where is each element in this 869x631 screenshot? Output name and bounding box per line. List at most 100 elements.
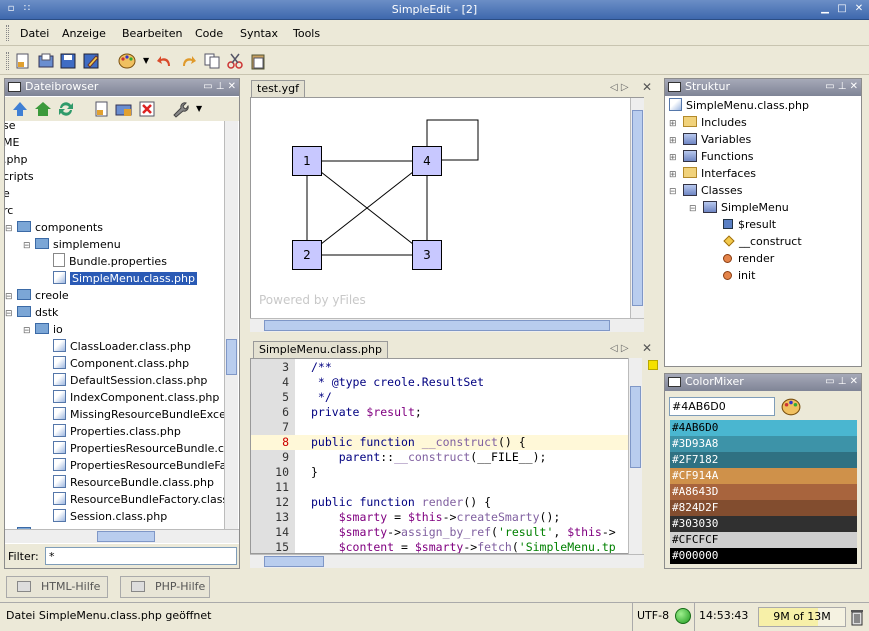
file-tree-item[interactable]: rc bbox=[5, 202, 13, 219]
structure-tree-item[interactable]: ⊞Variables bbox=[669, 131, 751, 148]
structure-tree-item[interactable]: render bbox=[709, 250, 774, 267]
file-tree-item[interactable]: ⊟jargon bbox=[5, 525, 70, 529]
copy-icon[interactable] bbox=[203, 52, 221, 70]
expand-toggle-icon[interactable]: ⊟ bbox=[5, 292, 13, 302]
file-tree-item[interactable]: ⊟simplemenu bbox=[23, 236, 121, 253]
expand-toggle-icon[interactable]: ⊞ bbox=[669, 119, 677, 129]
file-tree-item[interactable]: ResourceBundleFactory.class.php bbox=[41, 491, 224, 508]
structure-tree-item[interactable]: ⊞Includes bbox=[669, 114, 747, 131]
tab-test-ygf[interactable]: test.ygf bbox=[251, 80, 305, 97]
color-swatch[interactable]: #A8643D bbox=[670, 484, 857, 500]
menu-tools[interactable]: Tools bbox=[293, 27, 321, 40]
graph-node-3[interactable]: 3 bbox=[412, 240, 442, 270]
file-tree-item[interactable]: ⊟components bbox=[5, 219, 103, 236]
structure-tree-item[interactable]: ⊟SimpleMenu bbox=[689, 199, 789, 216]
redo-icon[interactable] bbox=[179, 52, 197, 70]
color-swatch[interactable]: #CFCFCF bbox=[670, 532, 857, 548]
expand-toggle-icon[interactable]: ⊟ bbox=[5, 224, 13, 234]
color-swatch[interactable]: #3D93A8 bbox=[670, 436, 857, 452]
file-tree-item[interactable]: PropertiesResourceBundle.class.p bbox=[41, 440, 224, 457]
graph-vscroll-thumb[interactable] bbox=[632, 110, 643, 306]
file-tree-item[interactable]: MissingResourceBundleException bbox=[41, 406, 224, 423]
panel-controls-icon[interactable]: ▭ ⊥ ✕ bbox=[203, 81, 236, 92]
graph-canvas[interactable]: 1 2 3 4 Powered by yFiles bbox=[250, 97, 644, 319]
expand-toggle-icon[interactable]: ⊞ bbox=[669, 136, 677, 146]
filebrowser-vscroll[interactable] bbox=[224, 121, 238, 529]
menu-anzeige[interactable]: Anzeige bbox=[62, 27, 106, 40]
editor-vscroll-thumb[interactable] bbox=[630, 386, 641, 468]
structure-tree-item[interactable]: init bbox=[709, 267, 755, 284]
file-tree-item[interactable]: PropertiesResourceBundleFactory bbox=[41, 457, 224, 474]
new-file-browser-icon[interactable] bbox=[93, 100, 111, 118]
encoding-label[interactable]: UTF-8 bbox=[637, 609, 670, 622]
new-file-icon[interactable] bbox=[14, 52, 32, 70]
editor-vscroll[interactable] bbox=[628, 358, 642, 554]
panel-controls-icon[interactable]: ▭ ⊥ ✕ bbox=[825, 81, 858, 92]
menu-bearbeiten[interactable]: Bearbeiten bbox=[122, 27, 183, 40]
file-tree-item[interactable]: ⊟io bbox=[23, 321, 63, 338]
structure-tree-item[interactable]: ⊟Classes bbox=[669, 182, 742, 199]
expand-toggle-icon[interactable]: ⊟ bbox=[689, 204, 697, 214]
expand-toggle-icon[interactable]: ⊟ bbox=[5, 309, 13, 319]
menu-syntax[interactable]: Syntax bbox=[240, 27, 279, 40]
graph-node-2[interactable]: 2 bbox=[292, 240, 322, 270]
expand-toggle-icon[interactable]: ⊞ bbox=[669, 170, 677, 180]
file-tree-item[interactable]: DefaultSession.class.php bbox=[41, 372, 207, 389]
tools-dropdown-icon[interactable]: ▼ bbox=[196, 104, 203, 113]
tools-wrench-icon[interactable] bbox=[171, 100, 189, 118]
color-swatch[interactable]: #303030 bbox=[670, 516, 857, 532]
save-as-icon[interactable] bbox=[82, 52, 100, 70]
file-tree-item[interactable]: .php bbox=[5, 151, 27, 168]
file-tree-item[interactable]: Component.class.php bbox=[41, 355, 189, 372]
expand-toggle-icon[interactable]: ⊞ bbox=[669, 153, 677, 163]
color-swatch[interactable]: #824D2F bbox=[670, 500, 857, 516]
garbage-collect-trash-icon[interactable] bbox=[850, 608, 864, 626]
paste-icon[interactable] bbox=[249, 52, 267, 70]
graph-hscroll-thumb[interactable] bbox=[264, 320, 610, 331]
home-icon[interactable] bbox=[34, 100, 52, 118]
color-swatch[interactable]: #2F7182 bbox=[670, 452, 857, 468]
error-marker-icon[interactable] bbox=[648, 360, 658, 370]
graph-node-4[interactable]: 4 bbox=[412, 146, 442, 176]
panel-controls-icon[interactable]: ▭ ⊥ ✕ bbox=[825, 376, 858, 387]
color-swatch[interactable]: #CF914A bbox=[670, 468, 857, 484]
tab-php-hilfe[interactable]: PHP-Hilfe bbox=[120, 576, 210, 598]
expand-toggle-icon[interactable]: ⊟ bbox=[669, 187, 677, 197]
file-tree-item[interactable]: ResourceBundle.class.php bbox=[41, 474, 214, 491]
tab-html-hilfe[interactable]: HTML-Hilfe bbox=[6, 576, 108, 598]
file-tree-item[interactable]: Bundle.properties bbox=[41, 253, 167, 270]
menu-code[interactable]: Code bbox=[195, 27, 224, 40]
palette-dropdown-icon[interactable]: ▼ bbox=[143, 56, 150, 65]
expand-toggle-icon[interactable]: ⊟ bbox=[23, 326, 31, 336]
structure-tree-item[interactable]: __construct bbox=[709, 233, 802, 250]
file-tree-item[interactable]: cripts bbox=[5, 168, 34, 185]
editor-hscroll[interactable] bbox=[250, 554, 644, 568]
go-up-icon[interactable] bbox=[11, 100, 29, 118]
color-swatch[interactable]: #000000 bbox=[670, 548, 857, 564]
file-tree-item[interactable]: e bbox=[5, 185, 10, 202]
color-picker-palette-icon[interactable] bbox=[781, 397, 801, 417]
graph-tab-close-icon[interactable]: ✕ bbox=[642, 80, 653, 94]
new-folder-icon[interactable] bbox=[115, 100, 133, 118]
filebrowser-hscroll-thumb[interactable] bbox=[97, 531, 155, 542]
file-tree-item[interactable]: Properties.class.php bbox=[41, 423, 181, 440]
refresh-icon[interactable] bbox=[57, 100, 75, 118]
memory-meter[interactable]: 9M of 13M bbox=[758, 607, 846, 627]
filebrowser-vscroll-thumb[interactable] bbox=[226, 339, 237, 375]
file-tree-item[interactable]: Session.class.php bbox=[41, 508, 167, 525]
editor-tab-nav-icon[interactable]: ◁ ▷ bbox=[610, 343, 629, 354]
filter-input[interactable] bbox=[45, 547, 237, 565]
file-tree-item[interactable]: ME bbox=[5, 134, 19, 151]
pin-icon[interactable]: ∷ bbox=[23, 3, 31, 14]
graph-vscroll[interactable] bbox=[630, 98, 644, 318]
file-tree-item[interactable]: ⊟dstk bbox=[5, 304, 58, 321]
edge-4-self[interactable] bbox=[426, 119, 479, 161]
tab-simplemenu-class-php[interactable]: SimpleMenu.class.php bbox=[253, 341, 388, 358]
color-palette-icon[interactable] bbox=[118, 52, 136, 70]
structure-tree-item[interactable]: $result bbox=[709, 216, 776, 233]
maximize-icon[interactable]: □ bbox=[837, 3, 847, 14]
minimize-icon[interactable]: ▁ bbox=[821, 3, 829, 14]
tab-nav-icon[interactable]: ◁ ▷ bbox=[610, 82, 629, 93]
filebrowser-hscroll[interactable] bbox=[5, 529, 239, 543]
